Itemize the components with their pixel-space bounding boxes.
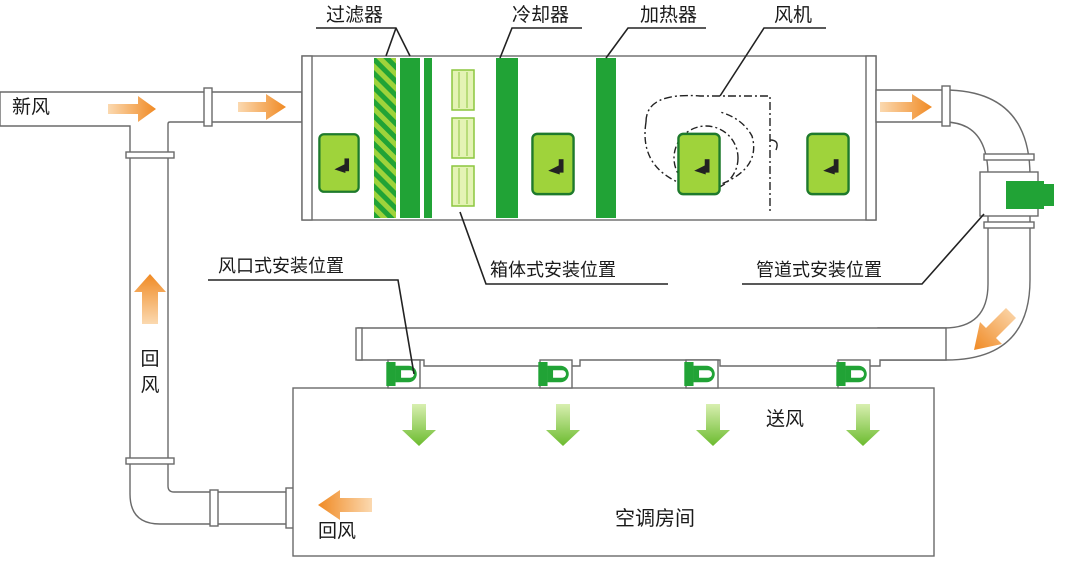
supply-outlets (386, 359, 871, 389)
arrow-icon (108, 94, 1016, 520)
label-duct-install: 管道式安装位置 (756, 260, 882, 281)
label-cooler: 冷却器 (512, 4, 570, 26)
label-fan: 风机 (774, 4, 813, 26)
label-outlet-install: 风口式安装位置 (218, 256, 344, 277)
label-supply-air: 送风 (766, 408, 805, 430)
label-box-install: 箱体式安装位置 (490, 260, 616, 281)
filter-bar (400, 58, 420, 218)
heater-bar (596, 58, 616, 218)
duct-purifier (979, 171, 1054, 217)
leader-lines (208, 27, 985, 375)
label-filter: 过滤器 (326, 4, 384, 26)
label-return-air-room: 回风 (318, 520, 357, 542)
label-room: 空调房间 (615, 506, 695, 530)
cooler-bar (496, 58, 518, 218)
ahu-internals (374, 58, 778, 218)
label-heater: 加热器 (640, 4, 698, 26)
room-box (292, 387, 935, 557)
filter-hatch (374, 58, 396, 218)
label-fresh-air: 新风 (12, 96, 51, 118)
label-return-air-vertical: 回风 (140, 348, 160, 396)
